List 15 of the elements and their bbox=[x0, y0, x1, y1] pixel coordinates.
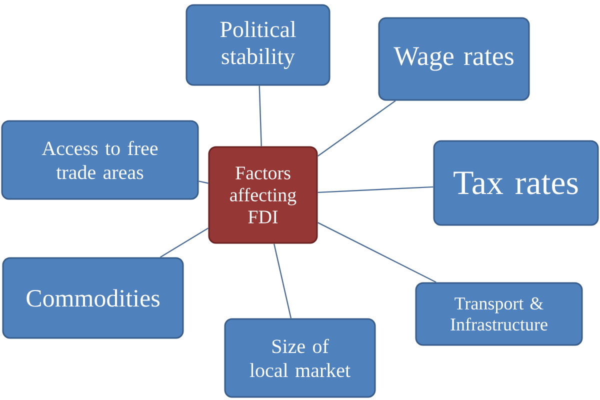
connector-line bbox=[317, 100, 396, 157]
factor-box: Size of local market bbox=[224, 318, 376, 398]
factor-box: Wage rates bbox=[378, 17, 530, 101]
connector-line bbox=[258, 86, 262, 146]
connector-line bbox=[318, 186, 434, 193]
factor-box: Access to free trade areas bbox=[1, 120, 199, 200]
factor-box: Tax rates bbox=[433, 140, 599, 226]
connector-line bbox=[198, 180, 208, 184]
connector-line bbox=[273, 244, 292, 318]
center-box: Factors affecting FDI bbox=[208, 146, 318, 244]
factor-box: Transport & Infrastructure bbox=[415, 282, 583, 346]
connector-line bbox=[160, 228, 209, 258]
factor-box: Political stability bbox=[186, 4, 330, 86]
factor-box: Commodities bbox=[2, 257, 184, 339]
connector-line bbox=[317, 222, 436, 283]
